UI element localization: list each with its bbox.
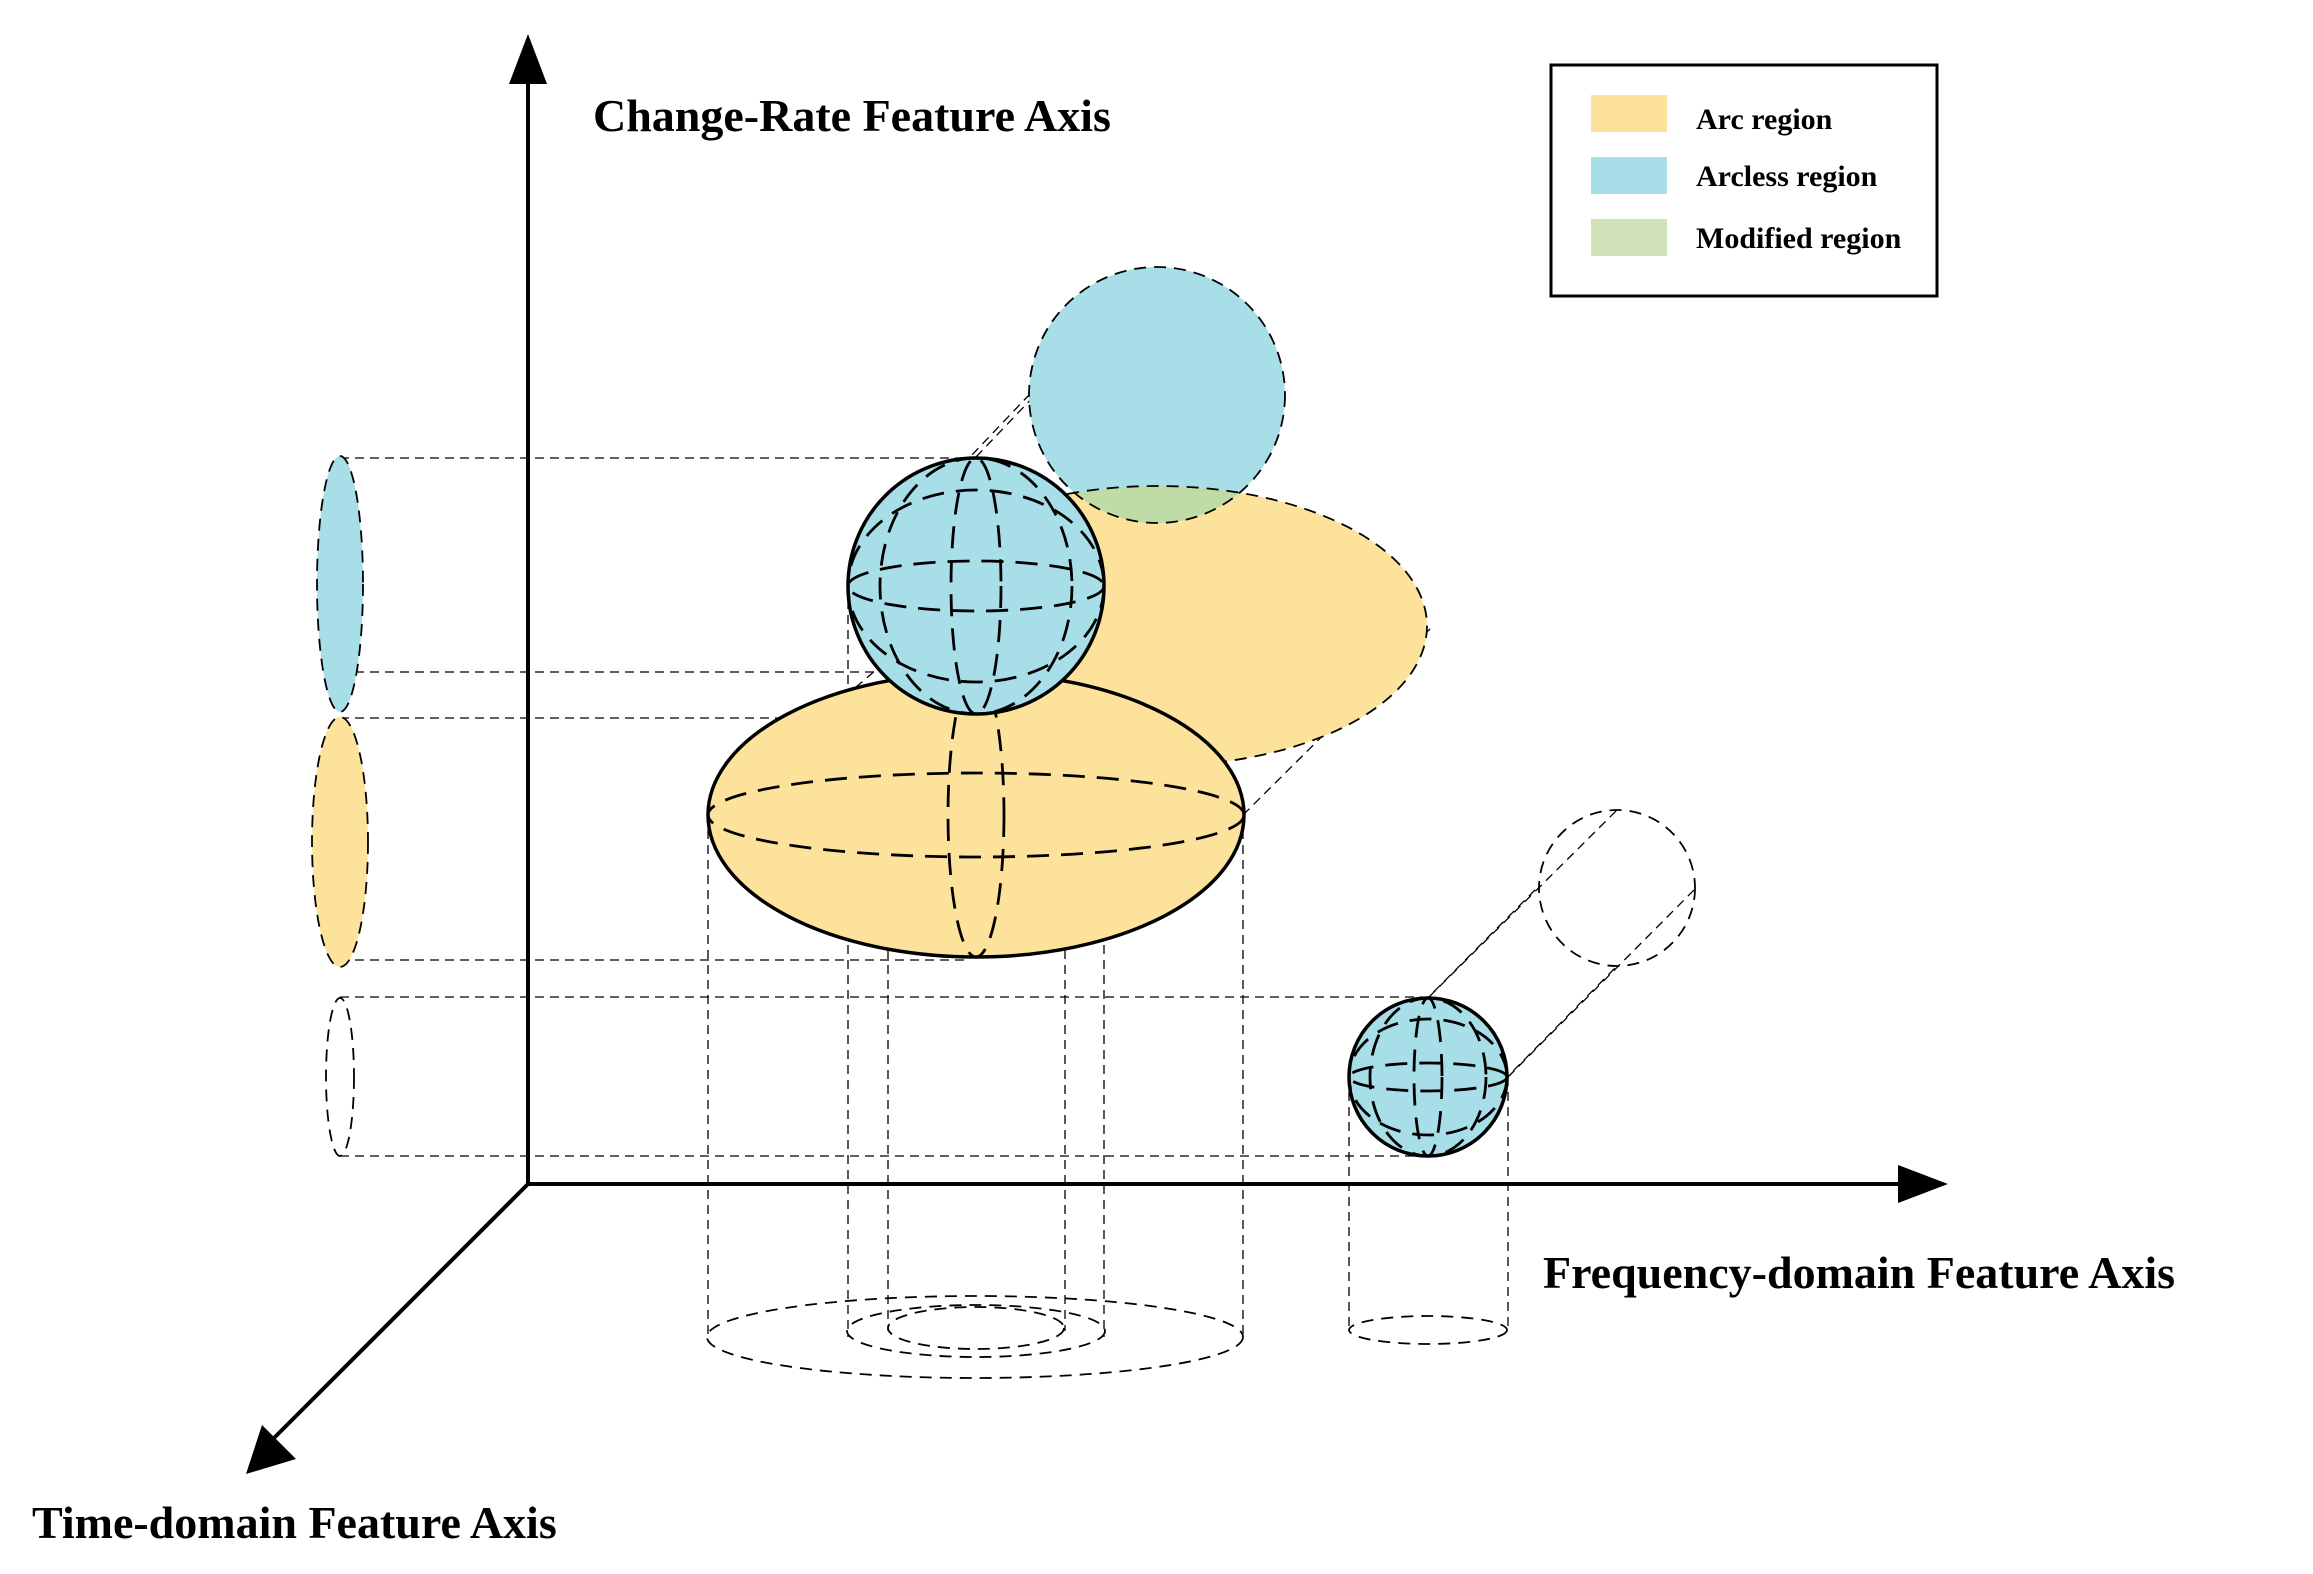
left-projection-arc xyxy=(312,717,368,967)
z-axis-label: Change-Rate Feature Axis xyxy=(593,90,1111,141)
left-wall-projections xyxy=(311,455,369,1157)
legend-label-arcless: Arcless region xyxy=(1696,160,1878,193)
left-projection-arcless-upper xyxy=(317,456,363,712)
legend-label-arc: Arc region xyxy=(1696,103,1833,136)
y-axis-arrowhead xyxy=(246,1425,296,1474)
legend: Arc region Arcless region Modified regio… xyxy=(1549,63,1939,298)
x-axis-arrowhead xyxy=(1898,1165,1948,1203)
y-axis-line xyxy=(268,1182,530,1444)
floor-projection-arcless xyxy=(846,1304,1106,1358)
legend-swatch-arcless xyxy=(1591,157,1667,194)
arc-ellipsoid xyxy=(706,671,1246,959)
floor-projection-modified xyxy=(887,1306,1065,1350)
floor-projections xyxy=(706,1295,1508,1379)
floor-projection-arc xyxy=(706,1295,1244,1379)
floor-projection-arcless-small xyxy=(1348,1315,1508,1345)
axes xyxy=(246,34,1948,1474)
legend-label-modified: Modified region xyxy=(1696,222,1902,255)
arcless-sphere-small xyxy=(1347,996,1509,1158)
arcless-sphere xyxy=(846,456,1106,716)
x-axis-label: Frequency-domain Feature Axis xyxy=(1543,1247,2175,1298)
left-projection-arcless-lower xyxy=(325,997,355,1157)
legend-swatch-arc xyxy=(1591,95,1667,132)
y-axis-label: Time-domain Feature Axis xyxy=(32,1497,557,1548)
z-axis-arrowhead xyxy=(509,34,547,84)
legend-swatch-modified xyxy=(1591,219,1667,256)
back-projection-arcless xyxy=(1029,267,1285,523)
back-projection-arcless-small xyxy=(1538,809,1696,967)
